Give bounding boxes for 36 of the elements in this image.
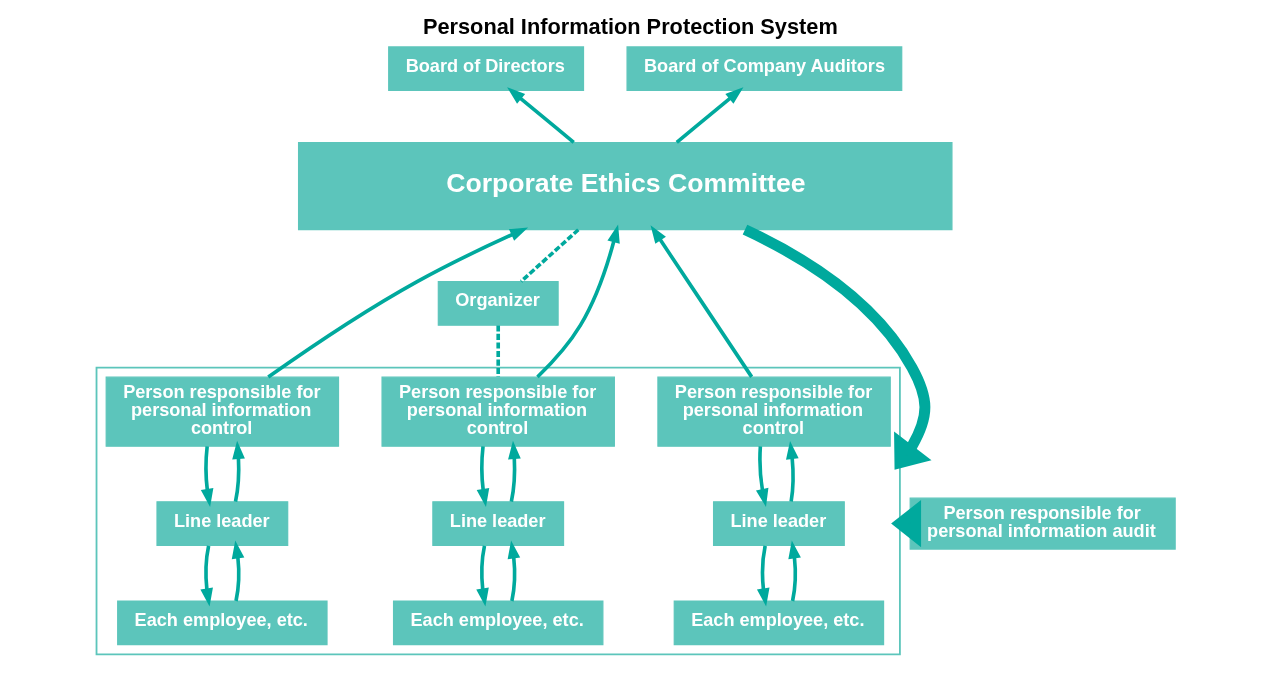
connector [519, 228, 580, 283]
arrow [231, 440, 245, 502]
connector [495, 325, 500, 378]
arrow [266, 227, 528, 379]
node-box: Line leader [431, 501, 564, 546]
node-box: Person responsible for personal information control [656, 376, 891, 447]
arrow [675, 87, 743, 144]
arrow [787, 540, 801, 602]
node-box: Each employee, etc. [392, 600, 603, 646]
node-box: Person responsible for personal information control [380, 376, 615, 447]
arrow [890, 500, 921, 548]
node-box: Each employee, etc. [673, 600, 884, 646]
arrow [535, 224, 620, 379]
node-box: Board of Company Auditors [625, 46, 902, 92]
node-box: Line leader [712, 501, 845, 546]
arrow [199, 545, 213, 607]
node-box: Person responsible for personal information control [105, 376, 339, 447]
node-box: Organizer [437, 281, 559, 326]
node-box: Line leader [155, 501, 288, 546]
arrow [650, 225, 753, 378]
arrow [507, 440, 521, 502]
node-box: Corporate Ethics Committee [297, 141, 953, 231]
diagram-title: Personal Information Protection System [422, 14, 838, 40]
cluster [95, 366, 901, 656]
arrow [506, 87, 575, 144]
node-box: Board of Directors [387, 46, 584, 92]
arrow [785, 440, 799, 502]
arrow [742, 224, 931, 470]
node-box: Each employee, etc. [116, 600, 328, 646]
arrow [756, 545, 770, 607]
arrow [475, 545, 489, 607]
arrow [200, 446, 213, 507]
arrow [231, 540, 244, 602]
arrow [507, 540, 520, 602]
arrow [755, 446, 768, 507]
arrow [476, 446, 489, 507]
